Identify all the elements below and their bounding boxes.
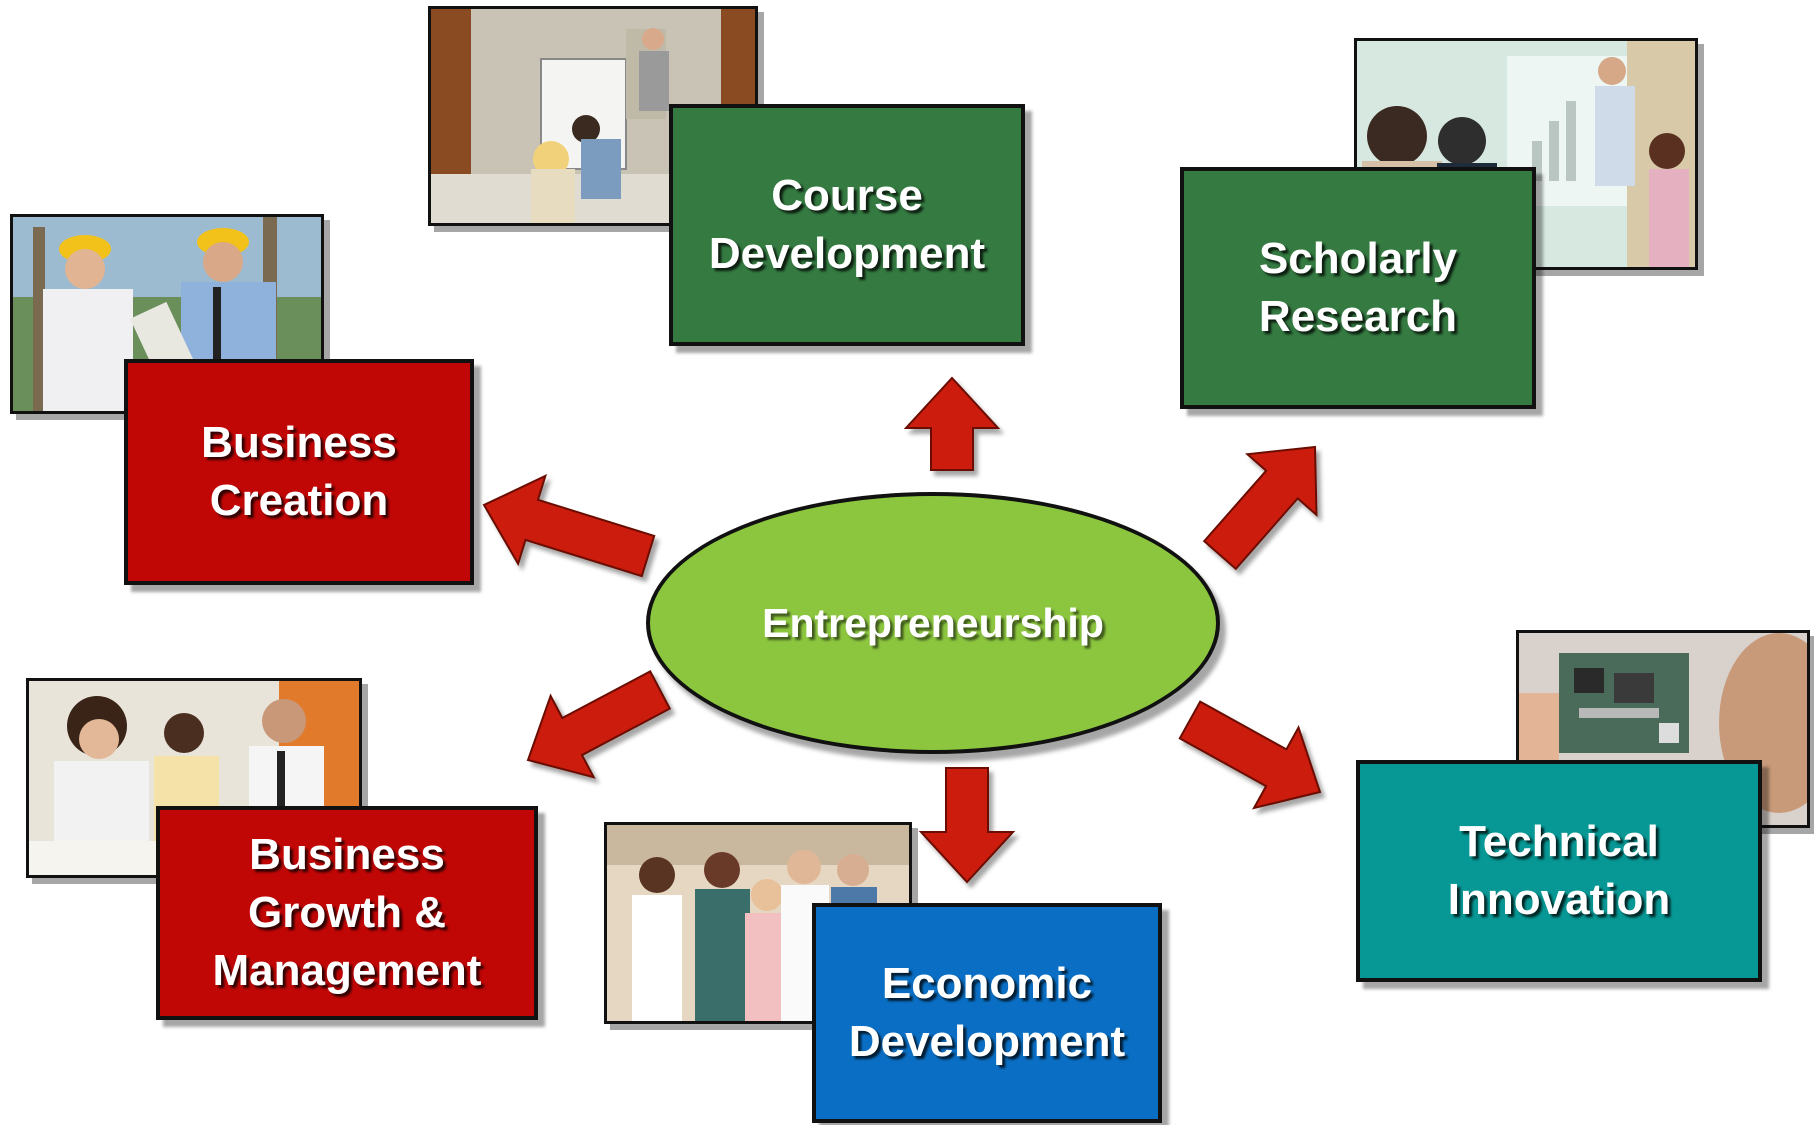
business-creation-line-2: Creation xyxy=(209,476,389,525)
arrow-to-scholarly-research xyxy=(1202,445,1318,571)
arrow-to-technical-innovation xyxy=(1178,700,1322,810)
economic-development-box: Economic Development xyxy=(812,903,1162,1123)
course-development-line-1: Course xyxy=(771,171,923,220)
arrow-to-course-development xyxy=(903,376,1001,471)
business-growth-line-2: Growth & xyxy=(248,888,446,937)
technical-innovation-line-1: Technical xyxy=(1459,817,1659,866)
arrow-to-business-creation xyxy=(482,474,656,578)
technical-innovation-box: Technical Innovation xyxy=(1356,760,1762,982)
technical-innovation-line-2: Innovation xyxy=(1447,875,1671,924)
economic-development-line-1: Economic xyxy=(881,959,1093,1008)
arrow-to-economic-development xyxy=(918,767,1016,884)
business-creation-box: Business Creation xyxy=(124,359,474,585)
business-creation-line-1: Business xyxy=(201,418,397,467)
business-growth-management-box: Business Growth & Management xyxy=(156,806,538,1020)
arrow-to-business-growth xyxy=(526,670,672,779)
scholarly-research-line-1: Scholarly xyxy=(1258,234,1458,283)
business-growth-line-3: Management xyxy=(212,946,482,995)
business-growth-line-1: Business xyxy=(249,830,445,879)
course-development-box: Course Development xyxy=(669,104,1025,346)
entrepreneurship-label: Entrepreneurship xyxy=(762,599,1104,646)
scholarly-research-line-2: Research xyxy=(1258,292,1458,341)
scholarly-research-box: Scholarly Research xyxy=(1180,167,1536,409)
economic-development-line-2: Development xyxy=(848,1017,1126,1066)
entrepreneurship-ellipse: Entrepreneurship xyxy=(646,492,1220,754)
course-development-line-2: Development xyxy=(708,229,986,278)
